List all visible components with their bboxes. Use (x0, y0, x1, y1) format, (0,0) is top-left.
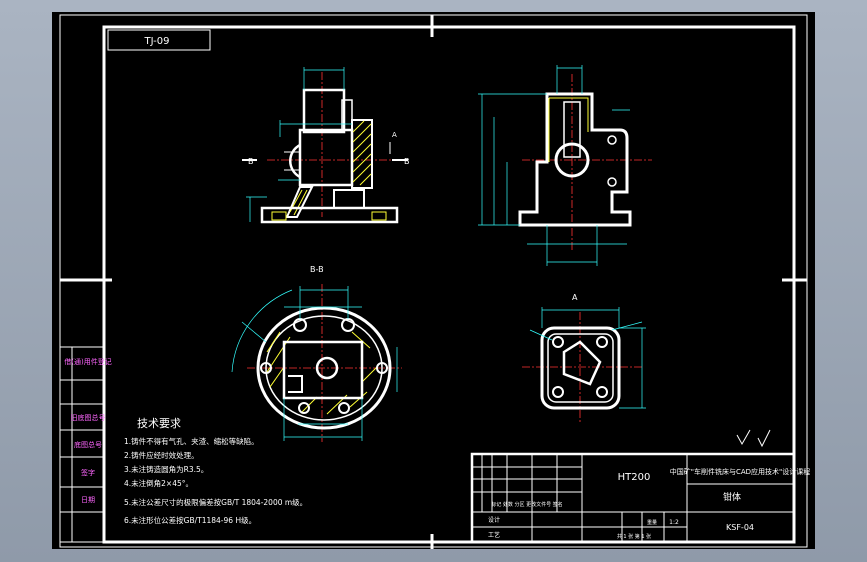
engineering-drawing: TJ-09 借(通)用件登记 旧底图总号 底图总号 签字 日期 (59, 14, 811, 549)
material: HT200 (618, 472, 651, 483)
stamp-4: 签字 (81, 468, 95, 477)
tech-requirements: 技术要求 1.铸件不得有气孔、夹渣、缩松等缺陷。 2.铸件应经时效处理。 3.未… (124, 417, 307, 525)
view-label: A (572, 293, 578, 302)
section-bb-view: B-B (231, 265, 402, 442)
tech-item-6: 6.未注形位公差按GB/T1184-96 H级。 (124, 515, 256, 525)
tech-title: 技术要求 (137, 417, 181, 430)
mark-row: 标记 处数 分区 更改文件号 签名 (491, 501, 562, 508)
drawing-number-box (107, 29, 211, 51)
left-stamp-column: 借(通)用件登记 旧底图总号 底图总号 签字 日期 (59, 346, 112, 543)
drawing-title: 中国矿"车削件铣床与CAD应用技术"设计课程 (670, 467, 811, 476)
part-name: 钳体 (723, 491, 741, 503)
tech-item-3: 3.未注铸造圆角为R3.5。 (124, 464, 208, 474)
side-view (478, 65, 652, 266)
section-label: B-B (310, 265, 324, 274)
tech-item-5: 5.未注公差尺寸的极限偏差按GB/T 1804-2000 m级。 (124, 497, 307, 507)
stamp-3: 底图总号 (74, 440, 102, 449)
process-row: 工艺 (488, 531, 500, 539)
stamp-2: 旧底图总号 (71, 413, 106, 422)
drawing-number-top: TJ-09 (143, 36, 169, 47)
cut-label-b-left: B (248, 157, 254, 166)
inner-border (102, 25, 796, 544)
tech-item-1: 1.铸件不得有气孔、夹渣、缩松等缺陷。 (124, 436, 259, 446)
view-a: A (522, 293, 646, 422)
cad-viewport[interactable]: TJ-09 借(通)用件登记 旧底图总号 底图总号 签字 日期 (52, 12, 815, 549)
title-block: HT200 中国矿"车削件铣床与CAD应用技术"设计课程 钳体 KSF-04 1… (470, 452, 811, 544)
sheet-label: 共 1 张 第 1 张 (617, 533, 651, 540)
stamp-0: 借(通)用件登记 (64, 357, 111, 366)
drawing-no: KSF-04 (726, 523, 754, 532)
cut-label-b-right: B (404, 157, 410, 166)
tech-item-2: 2.铸件应经时效处理。 (124, 450, 199, 460)
cut-label-a: A (392, 131, 397, 139)
stamp-5: 日期 (81, 496, 95, 504)
design-row: 设计 (488, 516, 500, 524)
front-view: B B A (242, 67, 410, 224)
scale: 1:2 (669, 519, 679, 526)
surface-finish-symbol (736, 429, 771, 448)
weight-label: 重量 (647, 519, 657, 526)
tech-item-4: 4.未注倒角2×45°。 (124, 478, 193, 488)
